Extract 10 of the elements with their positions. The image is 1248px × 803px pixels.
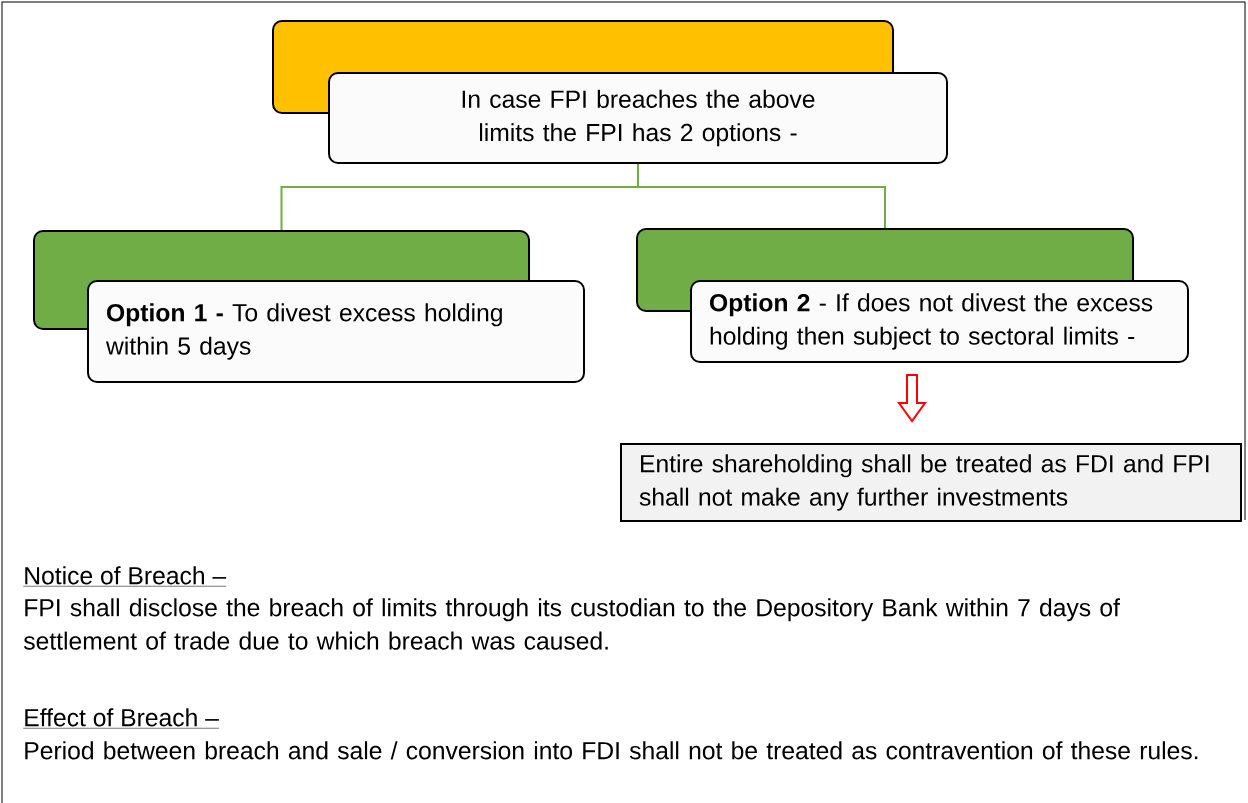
block-arrow [897, 374, 927, 423]
text-box: Option 2 - If does not divest the excess holding then subject to sectoral limits - [690, 280, 1189, 363]
result-box: Entire shareholding shall be treated as FDI and FPI shall not make any further investments [620, 443, 1242, 522]
paragraph: FPI shall disclose the breach of limits through its custodian to the Depository Bank within 7 days of settlement of trade due to which breach was caused. [23, 598, 1120, 650]
text-box: Option 1 - To divest excess holding within 5 days [87, 280, 585, 383]
paragraph: Period between breach and sale / conversion into FDI shall not be treated as contravention of these rules. [25, 741, 1198, 760]
connector-line [637, 163, 886, 229]
section-heading: Notice of Breach – [23, 566, 227, 587]
section-heading: Effect of Breach – [23, 708, 220, 729]
text-box: In case FPI breaches the above limits the FPI has 2 options - [328, 72, 948, 164]
